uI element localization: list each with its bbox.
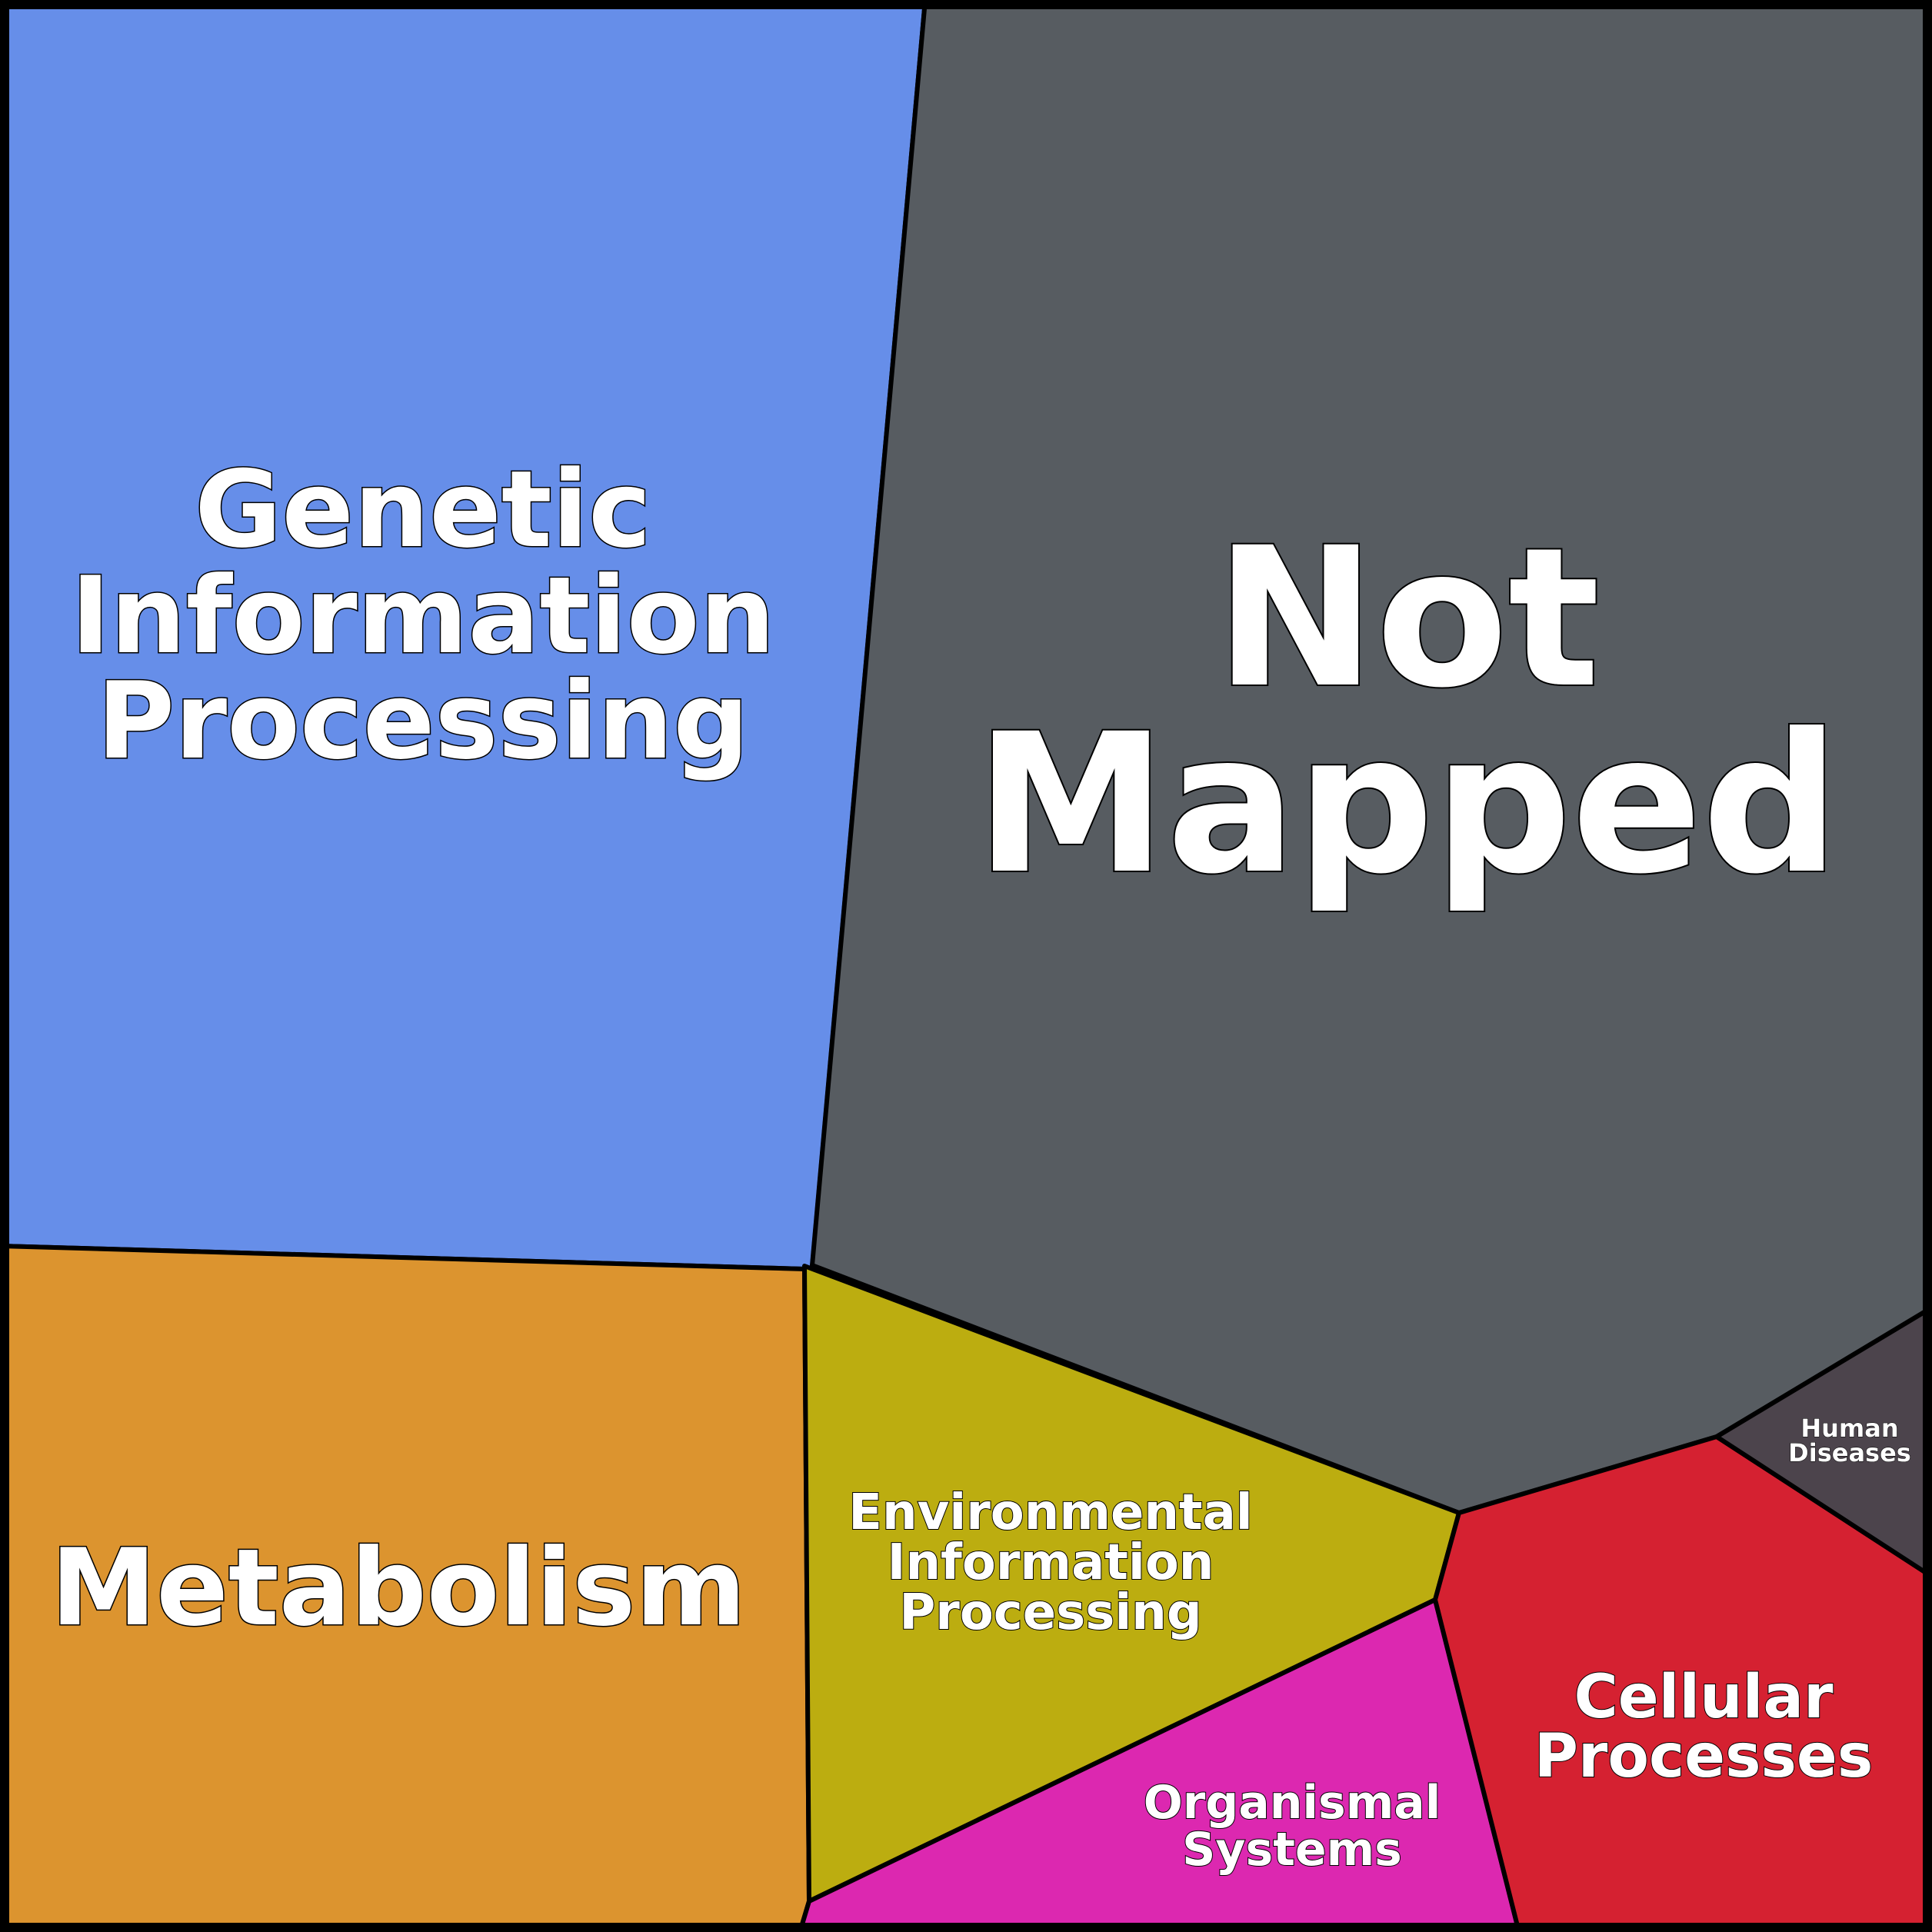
cell-human-diseases bbox=[1714, 1305, 1932, 1579]
cell-label-line: Organismal bbox=[1144, 1776, 1441, 1830]
cell-label-line: Mapped bbox=[975, 692, 1840, 916]
cell-label-line: Human bbox=[1800, 1414, 1898, 1443]
cell-label-line: Information bbox=[71, 554, 775, 678]
cell-label-line: Processing bbox=[97, 659, 749, 783]
cell-label-line: Processes bbox=[1534, 1722, 1874, 1791]
cell-label-line: Genetic bbox=[195, 448, 651, 571]
cell-label-line: Processing bbox=[899, 1584, 1201, 1641]
cell-label-line: Not bbox=[1215, 506, 1601, 730]
cell-label-line: Diseases bbox=[1788, 1438, 1911, 1467]
cell-label-line: Environmental bbox=[848, 1484, 1252, 1541]
cell-label-line: Metabolism bbox=[51, 1526, 746, 1650]
cell-label-line: Cellular bbox=[1574, 1663, 1834, 1732]
cell-label-metabolism: Metabolism bbox=[51, 1526, 746, 1650]
cell-label-line: Systems bbox=[1182, 1823, 1402, 1877]
cell-label-line: Information bbox=[888, 1534, 1214, 1591]
cell-organismal bbox=[798, 1597, 1521, 1932]
